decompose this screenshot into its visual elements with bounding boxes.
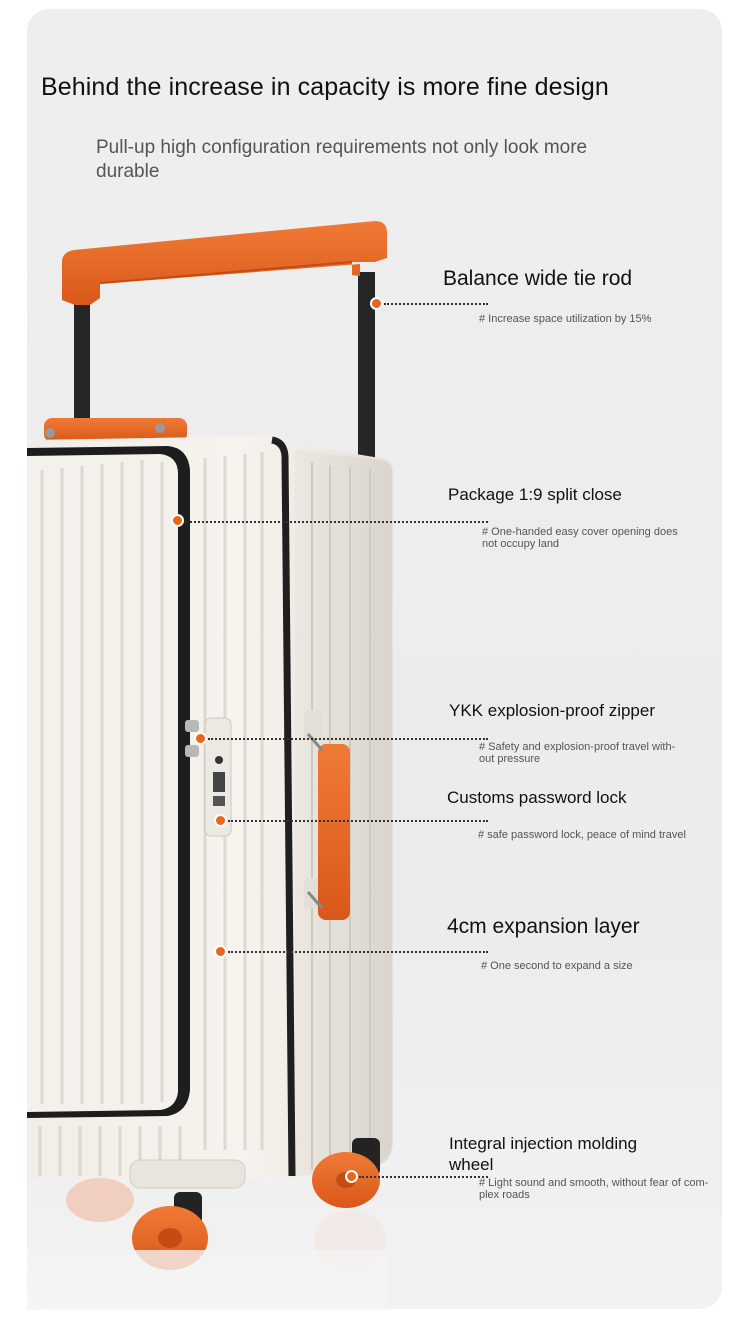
feature-title-wheel: Integral injection molding wheel (449, 1134, 638, 1174)
feature-title-lock: Customs password lock (447, 788, 627, 807)
feature-title-tie-rod: Balance wide tie rod (443, 267, 633, 290)
left-pole (74, 300, 90, 425)
feature-desc-zipper: # Safety and explosion-proof travel with… (479, 741, 676, 765)
callout-leader (228, 951, 488, 953)
feature-desc-expansion: # One second to expand a size (481, 960, 633, 972)
page-title: Behind the increase in capacity is more … (41, 73, 609, 101)
callout-leader (208, 738, 488, 740)
callout-dot (345, 1170, 358, 1183)
top-carry-handle (44, 418, 187, 442)
feature-desc-lock: # safe password lock, peace of mind trav… (478, 829, 686, 841)
callout-dot (214, 814, 227, 827)
right-pole (358, 272, 375, 462)
callout-dot (194, 732, 207, 745)
callout-dot (214, 945, 227, 958)
callout-leader (384, 303, 488, 305)
feature-desc-wheel: # Light sound and smooth, without fear o… (479, 1177, 709, 1201)
callout-leader (228, 820, 488, 822)
callout-dot (370, 297, 383, 310)
callout-leader (359, 1176, 488, 1178)
feature-desc-tie-rod: # Increase space utilization by 15% (479, 313, 652, 325)
feature-desc-split-close: # One-handed easy cover opening does not… (482, 526, 678, 550)
feature-title-zipper: YKK explosion-proof zipper (449, 701, 656, 720)
callout-leader (185, 521, 488, 523)
callout-dot (171, 514, 184, 527)
handle-grip (62, 221, 387, 305)
feature-title-expansion: 4cm expansion layer (447, 915, 640, 938)
side-carry-handle (318, 744, 350, 920)
feature-title-split-close: Package 1:9 split close (448, 485, 622, 504)
page-subtitle: Pull-up high configuration requirements … (96, 137, 588, 182)
